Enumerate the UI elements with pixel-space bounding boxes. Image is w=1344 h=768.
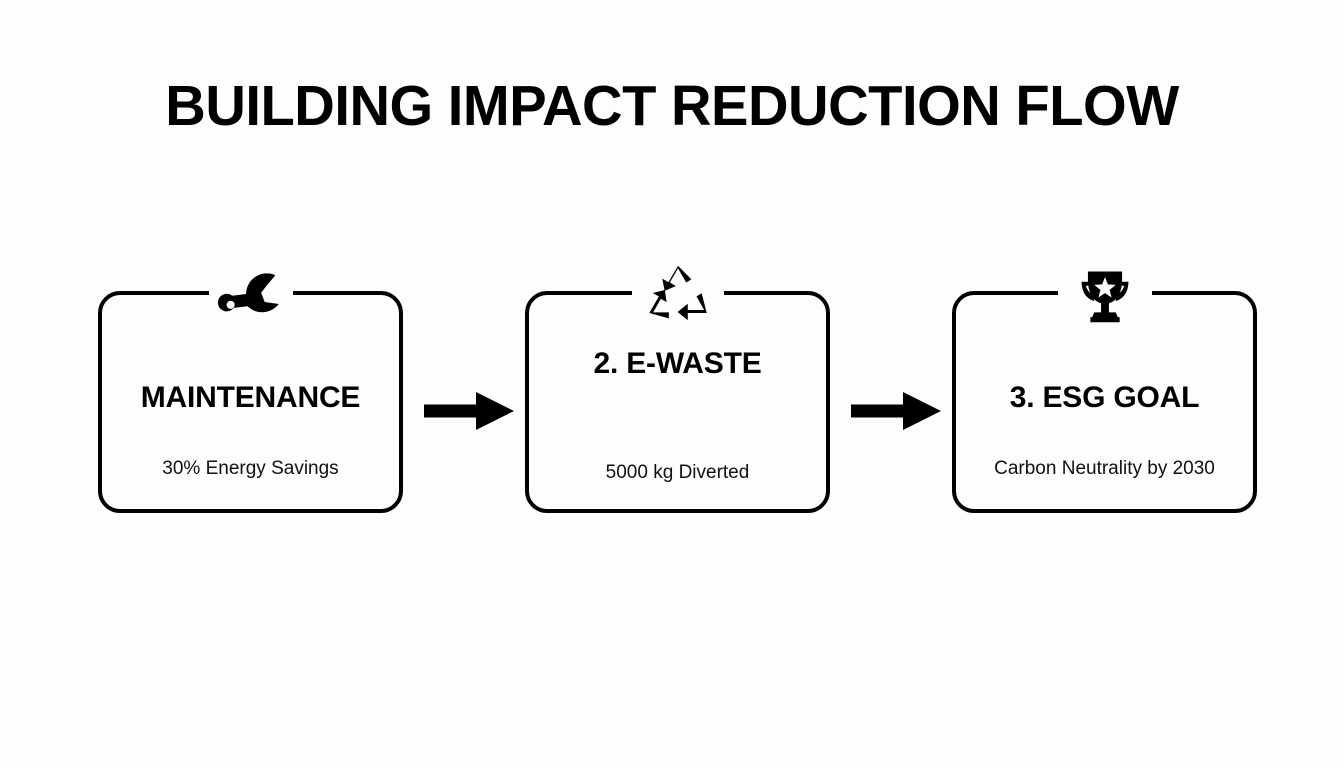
wrench-icon: [214, 257, 288, 331]
page-title: BUILDING IMPACT REDUCTION FLOW: [165, 74, 1179, 138]
trophy-icon: [1070, 261, 1140, 331]
flow-diagram: MAINTENANCE 30% Energy Savings: [0, 265, 1344, 517]
flow-step-subtitle-2: 5000 kg Diverted: [605, 462, 750, 483]
recycle-icon: [644, 262, 712, 330]
arrow-right-icon: [424, 392, 514, 430]
flow-step-card-3[interactable]: 3. ESG GOAL Carbon Neutrality by 2030: [952, 271, 1257, 513]
flow-step-subtitle-1: 30% Energy Savings: [162, 458, 339, 479]
flow-step-title-3: 3. ESG GOAL: [1009, 381, 1200, 414]
flow-step-subtitle-3: Carbon Neutrality by 2030: [994, 458, 1215, 479]
flow-step-title-1: MAINTENANCE: [140, 381, 361, 414]
flow-step-card-2[interactable]: 2. E-WASTE 5000 kg Diverted: [525, 265, 830, 513]
flow-step-card-1[interactable]: MAINTENANCE 30% Energy Savings: [98, 273, 403, 513]
arrow-right-icon: [851, 392, 941, 430]
flow-step-title-2: 2. E-WASTE: [593, 347, 762, 380]
